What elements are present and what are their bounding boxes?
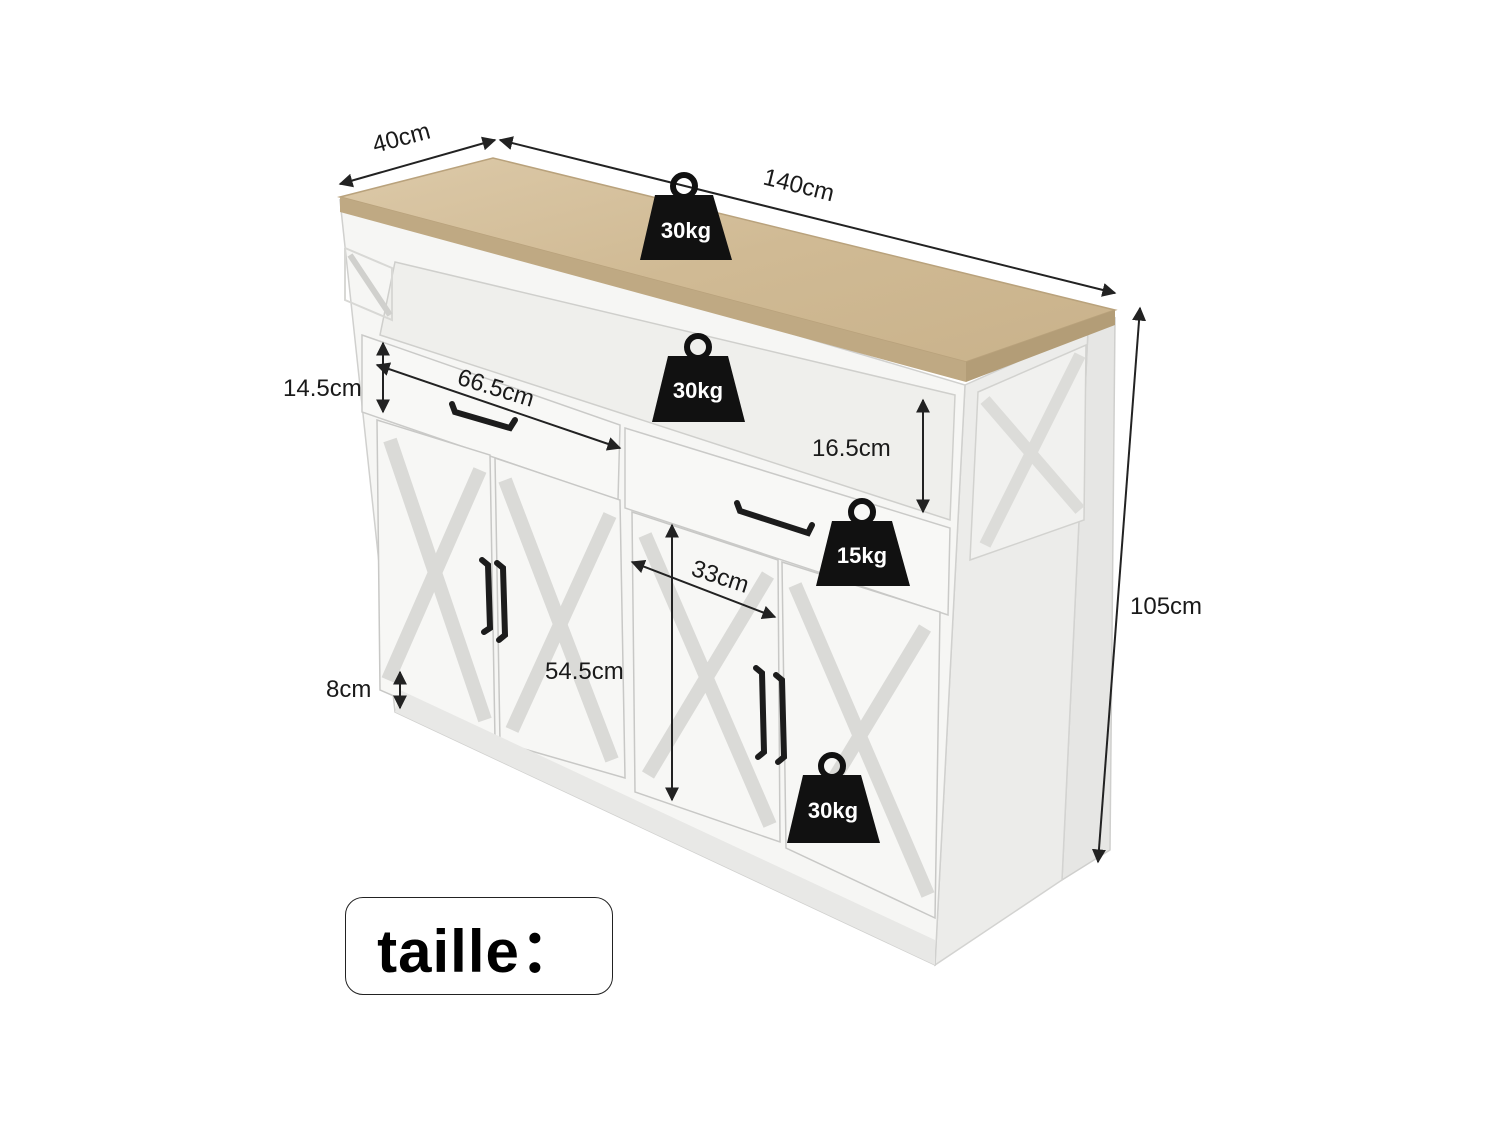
weight-label-shelf: 30kg: [673, 378, 723, 403]
dimension-lines: [338, 136, 1147, 864]
height-label: 105cm: [1130, 593, 1202, 620]
weight-badge-cabinet: 30kg: [787, 752, 880, 843]
depth-label: 40cm: [370, 118, 434, 159]
weight-label-drawer: 15kg: [837, 543, 887, 568]
weight-label-cabinet: 30kg: [808, 798, 858, 823]
door-handle-1: [479, 557, 494, 635]
height-arrow: [1091, 306, 1147, 864]
shelf-height-label: 16.5cm: [812, 435, 891, 462]
door-height-label: 54.5cm: [545, 658, 624, 685]
door-width-arrow: [630, 559, 777, 620]
drawer-height-label: 14.5cm: [283, 375, 362, 402]
size-caption: taille：: [377, 917, 581, 985]
drawer-handle-right: [734, 500, 815, 537]
width-arrow: [498, 136, 1117, 297]
weight-label-top: 30kg: [661, 218, 711, 243]
door-handle-4: [773, 672, 788, 765]
base-height-label: 8cm: [326, 676, 371, 703]
width-label: 140cm: [761, 164, 837, 208]
door-handle-3: [753, 665, 768, 760]
drawer-width-arrow: [375, 362, 622, 451]
weight-badge-drawer: 15kg: [816, 498, 910, 586]
depth-arrow: [338, 136, 497, 188]
weight-badge-shelf: 30kg: [652, 333, 745, 422]
size-caption-box: taille：: [345, 897, 613, 995]
door-handle-2: [494, 560, 509, 643]
weight-badge-top: 30kg: [640, 172, 732, 260]
